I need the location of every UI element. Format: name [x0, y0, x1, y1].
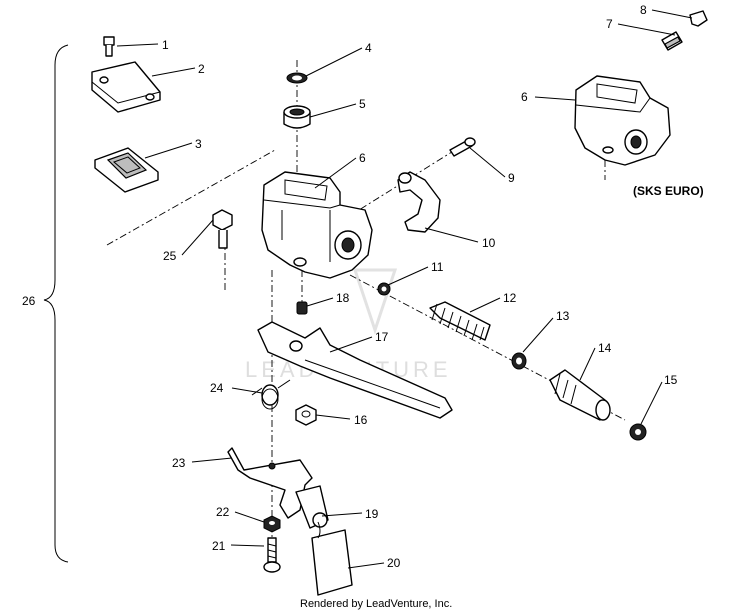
- part-8-cap: [689, 10, 708, 27]
- callout-12: 12: [503, 291, 517, 305]
- callout-2: 2: [198, 62, 205, 76]
- part-21-bolt: [263, 537, 281, 573]
- part-3-diaphragm: [94, 147, 159, 193]
- part-16-nut: [295, 404, 317, 426]
- assembly-bracket: [43, 44, 69, 563]
- part-9-bolt: [449, 137, 476, 157]
- callout-11: 11: [431, 260, 444, 274]
- part-10-clamp: [397, 171, 441, 233]
- part-6-sks-euro-body: [574, 75, 671, 166]
- footer-credit: Rendered by LeadVenture, Inc.: [300, 598, 452, 610]
- callout-7: 7: [606, 17, 613, 31]
- callout-18: 18: [336, 291, 350, 305]
- callout-6: 6: [359, 151, 366, 165]
- part-20-tag: [311, 521, 353, 596]
- callout-26: 26: [22, 294, 36, 308]
- part-22-nut: [263, 515, 281, 533]
- callout-8: 8: [640, 3, 647, 17]
- callout-14: 14: [598, 341, 612, 355]
- part-12-spring: [429, 301, 491, 341]
- part-14-piston: [549, 369, 611, 421]
- callout-6-sks-euro: 6: [521, 90, 528, 104]
- part-23-bracket: [227, 447, 313, 519]
- callout-25: 25: [163, 249, 177, 263]
- part-4-washer: [286, 72, 308, 84]
- callout-3: 3: [195, 137, 202, 151]
- callout-17: 17: [375, 330, 389, 344]
- callout-labels: 1 2 3 4 5 6 6 7 8 9 10 11 12 13 14 15 16…: [22, 3, 678, 570]
- part-1-screw: [103, 36, 115, 57]
- part-24-spring: [251, 379, 291, 410]
- callout-20: 20: [387, 556, 401, 570]
- callout-13: 13: [556, 309, 570, 323]
- part-19-switch: [295, 485, 329, 529]
- part-18-spacer: [296, 301, 308, 315]
- callout-19: 19: [365, 507, 379, 521]
- callout-1: 1: [162, 38, 169, 52]
- sks-euro-label: (SKS EURO): [633, 184, 704, 198]
- callout-9: 9: [508, 171, 515, 185]
- callout-5: 5: [359, 97, 366, 111]
- callout-22: 22: [216, 505, 230, 519]
- callout-21: 21: [212, 539, 226, 553]
- part-6-master-cylinder: [261, 171, 373, 279]
- part-17-lever: [257, 321, 453, 419]
- part-5-bushing: [283, 105, 311, 129]
- assembly-axes: [106, 60, 626, 565]
- leader-lines: [116, 9, 693, 569]
- part-13-washer: [511, 352, 527, 370]
- callout-15: 15: [664, 373, 678, 387]
- callout-4: 4: [365, 41, 372, 55]
- part-2-reservoir-cover: [91, 61, 161, 113]
- part-25-bolt: [212, 209, 233, 249]
- part-7-bleeder: [661, 31, 683, 51]
- callout-10: 10: [482, 236, 496, 250]
- callout-24: 24: [210, 381, 224, 395]
- callout-16: 16: [354, 413, 368, 427]
- part-11-oring: [377, 282, 391, 296]
- part-15-ring: [629, 423, 647, 441]
- callout-23: 23: [172, 456, 186, 470]
